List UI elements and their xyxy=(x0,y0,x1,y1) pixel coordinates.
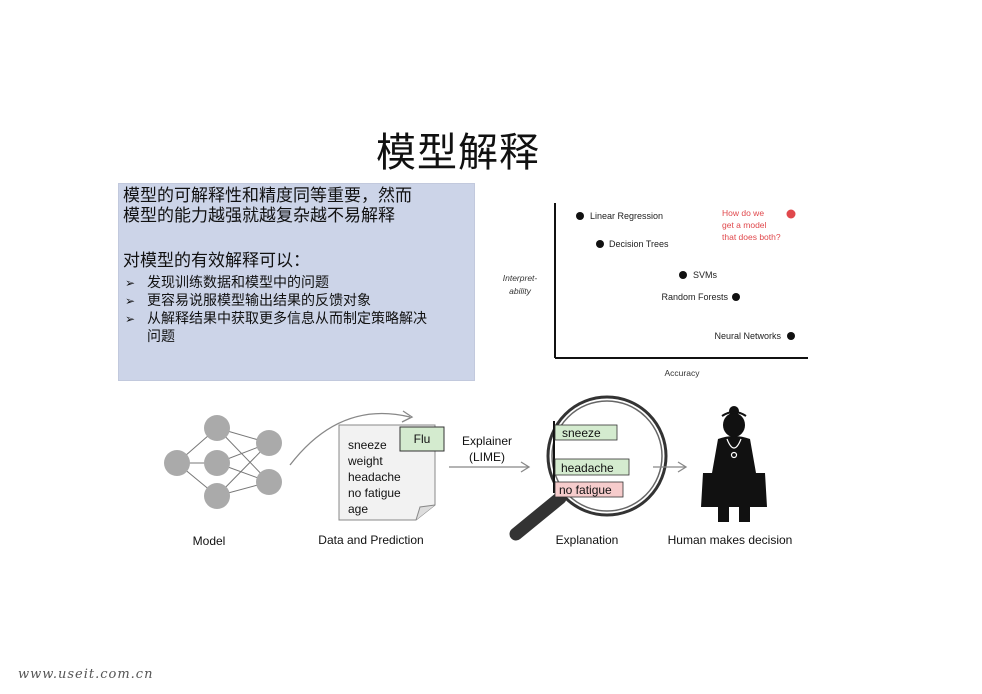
arrowhead-icon xyxy=(677,461,688,473)
page-fold-icon xyxy=(415,504,436,521)
data-prediction-label: Data and Prediction xyxy=(318,533,423,547)
y-axis-label: Interpret- xyxy=(503,273,538,283)
explanation-feature: no fatigue xyxy=(559,483,612,497)
arrow-bullet-icon: ➢ xyxy=(125,294,136,308)
intro-line-1: 模型的可解释性和精度同等重要，然而 xyxy=(123,186,412,206)
intro-line-2: 模型的能力越强就越复杂越不易解释 xyxy=(123,206,395,226)
arrowhead-icon xyxy=(401,410,414,423)
interpretability-accuracy-chart: Interpret- ability Accuracy Linear Regre… xyxy=(503,203,808,378)
ideal-model-point xyxy=(786,209,796,219)
benefit-item: ➢ 更容易说服模型输出结果的反馈对象 xyxy=(125,293,371,309)
question-line-3: that does both? xyxy=(722,232,781,242)
point-decision-trees xyxy=(596,240,604,248)
explanation-label: Explanation xyxy=(556,533,619,547)
x-axis-label: Accuracy xyxy=(665,368,701,378)
point-label-linear-regression: Linear Regression xyxy=(590,211,663,221)
explanation-feature: headache xyxy=(561,461,614,475)
point-label-neural-networks: Neural Networks xyxy=(714,331,781,341)
model-to-data-arrow xyxy=(289,412,411,466)
feature-text: age xyxy=(348,502,368,516)
point-linear-regression xyxy=(576,212,584,220)
feature-text: sneeze xyxy=(348,438,387,452)
benefits-heading: 对模型的有效解释可以： xyxy=(123,251,310,271)
question-line-1: How do we xyxy=(722,208,764,218)
explanation-textbox: 模型的可解释性和精度同等重要，然而 模型的能力越强就越复杂越不易解释 对模型的有… xyxy=(118,183,475,381)
explainer-label: (LIME) xyxy=(469,450,505,464)
model-label: Model xyxy=(193,534,226,548)
point-svms xyxy=(679,271,687,279)
explanation-bar-negative xyxy=(554,481,624,498)
arrow-bullet-icon: ➢ xyxy=(125,312,136,326)
point-label-decision-trees: Decision Trees xyxy=(609,239,669,249)
point-label-svms: SVMs xyxy=(693,270,718,280)
watermark: www.useit.com.cn xyxy=(18,667,154,682)
lime-pipeline-diagram: Model Flu sneeze weight headache no fati… xyxy=(164,395,793,548)
benefit-item: ➢ 发现训练数据和模型中的问题 xyxy=(125,275,329,291)
feature-text: weight xyxy=(347,454,383,468)
doctor-icon xyxy=(701,406,767,522)
feature-text: headache xyxy=(348,470,401,484)
explanation-bar-positive xyxy=(554,458,630,476)
arrow-bullet-icon: ➢ xyxy=(125,276,136,290)
feature-text: no fatigue xyxy=(348,486,401,500)
point-neural-networks xyxy=(787,332,795,340)
question-line-2: get a model xyxy=(722,220,767,230)
benefit-item: ➢ 从解释结果中获取更多信息从而制定策略解决 问题 xyxy=(125,311,427,345)
arrowhead-icon xyxy=(520,461,531,473)
slide-title: 模型解释 xyxy=(376,130,540,176)
neural-network-icon xyxy=(164,415,282,509)
benefits-list: ➢ 发现训练数据和模型中的问题 ➢ 更容易说服模型输出结果的反馈对象 ➢ 从解释… xyxy=(123,274,470,346)
human-decision-label: Human makes decision xyxy=(668,533,793,547)
explanation-feature: sneeze xyxy=(562,426,601,440)
point-random-forests xyxy=(732,293,740,301)
prediction-label: Flu xyxy=(414,432,431,446)
explainer-label: Explainer xyxy=(462,434,512,448)
prediction-tag xyxy=(399,426,445,452)
y-axis-label: ability xyxy=(509,286,531,296)
point-label-random-forests: Random Forests xyxy=(661,292,728,302)
explanation-bar-positive xyxy=(554,424,618,441)
